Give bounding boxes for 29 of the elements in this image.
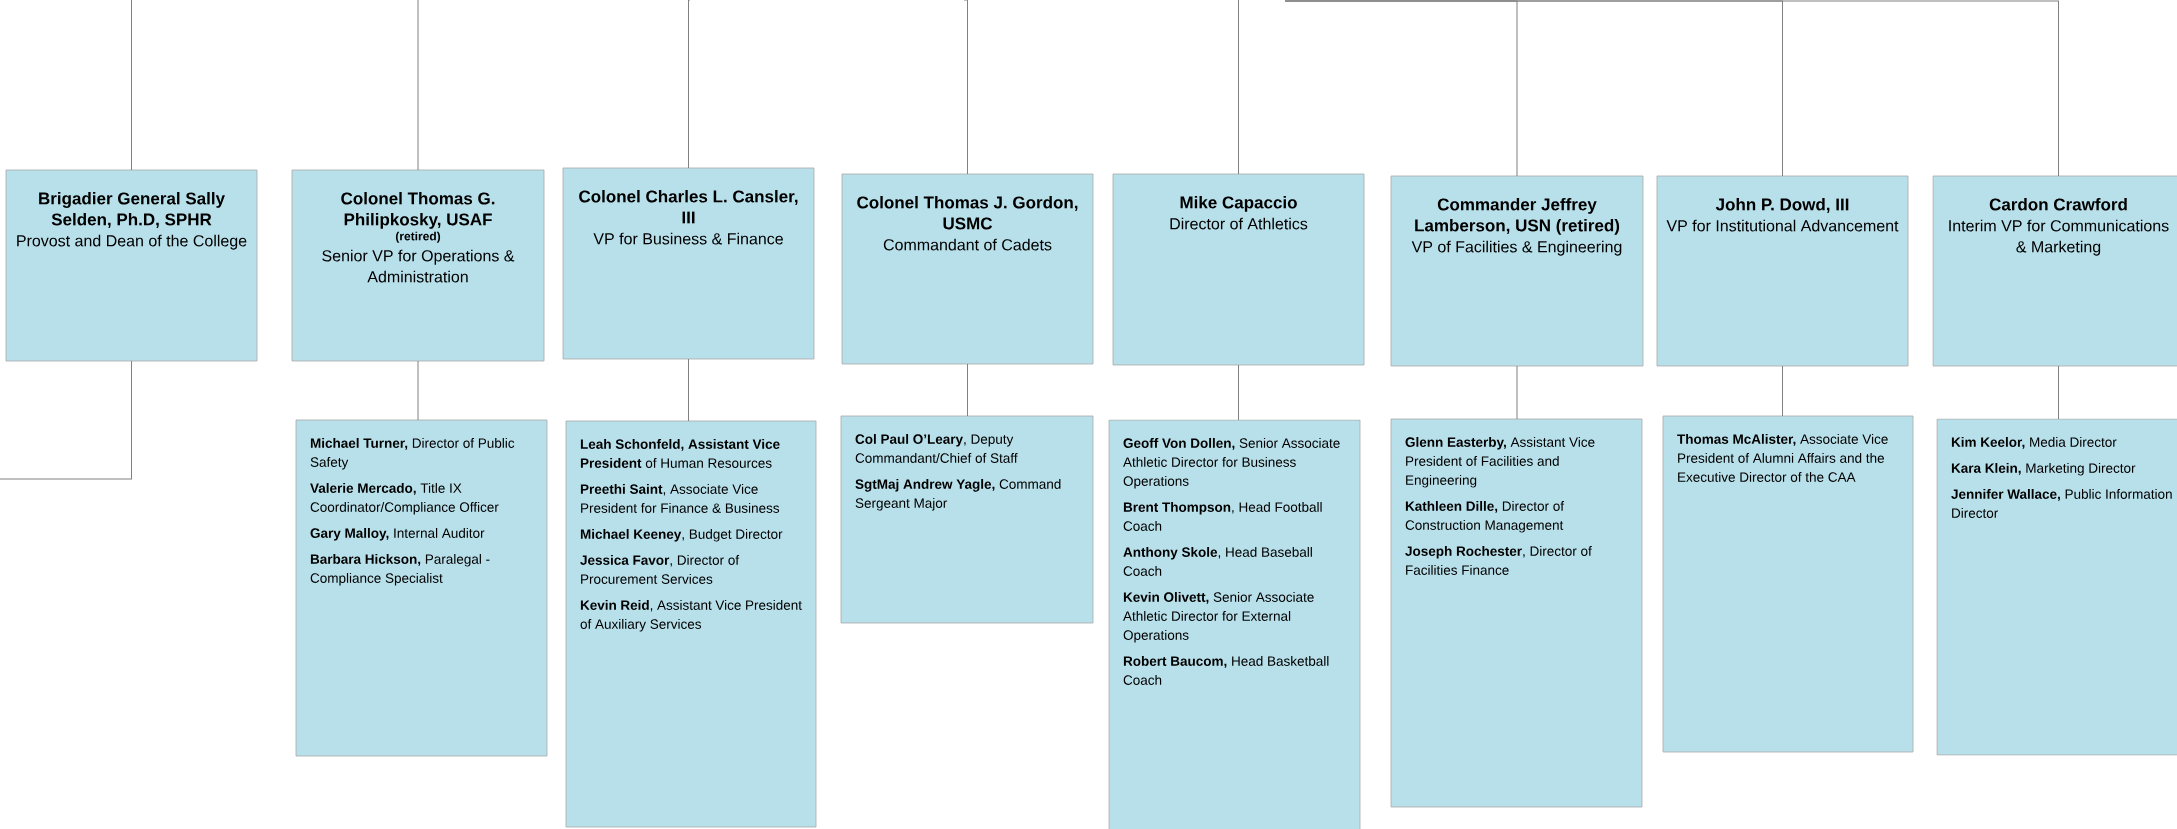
- org-box: Commander Jeffrey Lamberson, USN (retired) VP of Facilities & Engineering: [1390, 175, 1644, 367]
- org-box: Glenn Easterby, Assistant Vice President of Facilities and Engineering Kathleen Dille, Director of Construction Management Joseph Rochester, Director of Facilities Finance: [1390, 418, 1643, 808]
- connector-line: [963, 0, 968, 175]
- connector-line: [967, 363, 968, 417]
- org-box: Thomas McAlister, Associate Vice President of Alumni Affairs and the Executive Director of the CAA: [1662, 415, 1914, 753]
- org-box: Mike Capaccio Director of Athletics: [1112, 173, 1365, 366]
- org-box: Brigadier General Sally Selden, Ph.D, SPHR Provost and Dean of the College: [5, 169, 258, 362]
- org-box: Colonel Thomas G. Philipkosky, USAF (retired) Senior VP for Operations & Administration: [291, 169, 545, 362]
- connector-line: [417, 0, 419, 171]
- org-box: Cardon Crawford Interim VP for Communications & Marketing: [1932, 175, 2177, 367]
- connector-line: [688, 0, 691, 169]
- connector-line: [131, 0, 133, 171]
- connector-line: [0, 360, 132, 480]
- connector-line: [417, 360, 419, 421]
- org-box: Geoff Von Dollen, Senior Associate Athletic Director for Business Operations Brent Thompson, Head Football Coach Anthony Skole, Head Baseball Coach Kevin Olivett, Senior Associate Athletic Director for External Operations Robert Baucom, Head Basketball Coach: [1108, 419, 1361, 829]
- org-box: Kim Keelor, Media Director Kara Klein, Marketing Director Jennifer Wallace, Public Information Director: [1936, 418, 2177, 756]
- connector-line: [688, 358, 689, 422]
- org-box: John P. Dowd, III VP for Institutional Advancement: [1656, 175, 1909, 367]
- org-box: Colonel Charles L. Cansler, III VP for Business & Finance: [562, 167, 815, 360]
- connector-line: [1238, 364, 1239, 421]
- connector-line: [1782, 365, 1783, 417]
- org-box: Colonel Thomas J. Gordon, USMC Commandant of Cadets: [841, 173, 1094, 365]
- connector-line: [2058, 365, 2059, 420]
- org-box: Michael Turner, Director of Public Safety Valerie Mercado, Title IX Coordinator/Compliance Officer Gary Malloy, Internal Auditor Barbara Hickson, Paralegal - Compliance Specialist: [295, 419, 548, 757]
- org-box: Col Paul O’Leary, Deputy Commandant/Chief of Staff SgtMaj Andrew Yagle, Command Sergeant Major: [840, 415, 1094, 624]
- org-box: Leah Schonfeld, Assistant Vice President of Human Resources Preethi Saint, Associate Vice President for Finance & Business Michael Keeney, Budget Director Jessica Favor, Director of Procurement Services Kevin Reid, Assistant Vice President of Auxiliary Services: [565, 420, 817, 828]
- connector-line: [1516, 365, 1518, 420]
- connector-line: [1238, 0, 1240, 175]
- connector-line: [1284, 0, 2059, 177]
